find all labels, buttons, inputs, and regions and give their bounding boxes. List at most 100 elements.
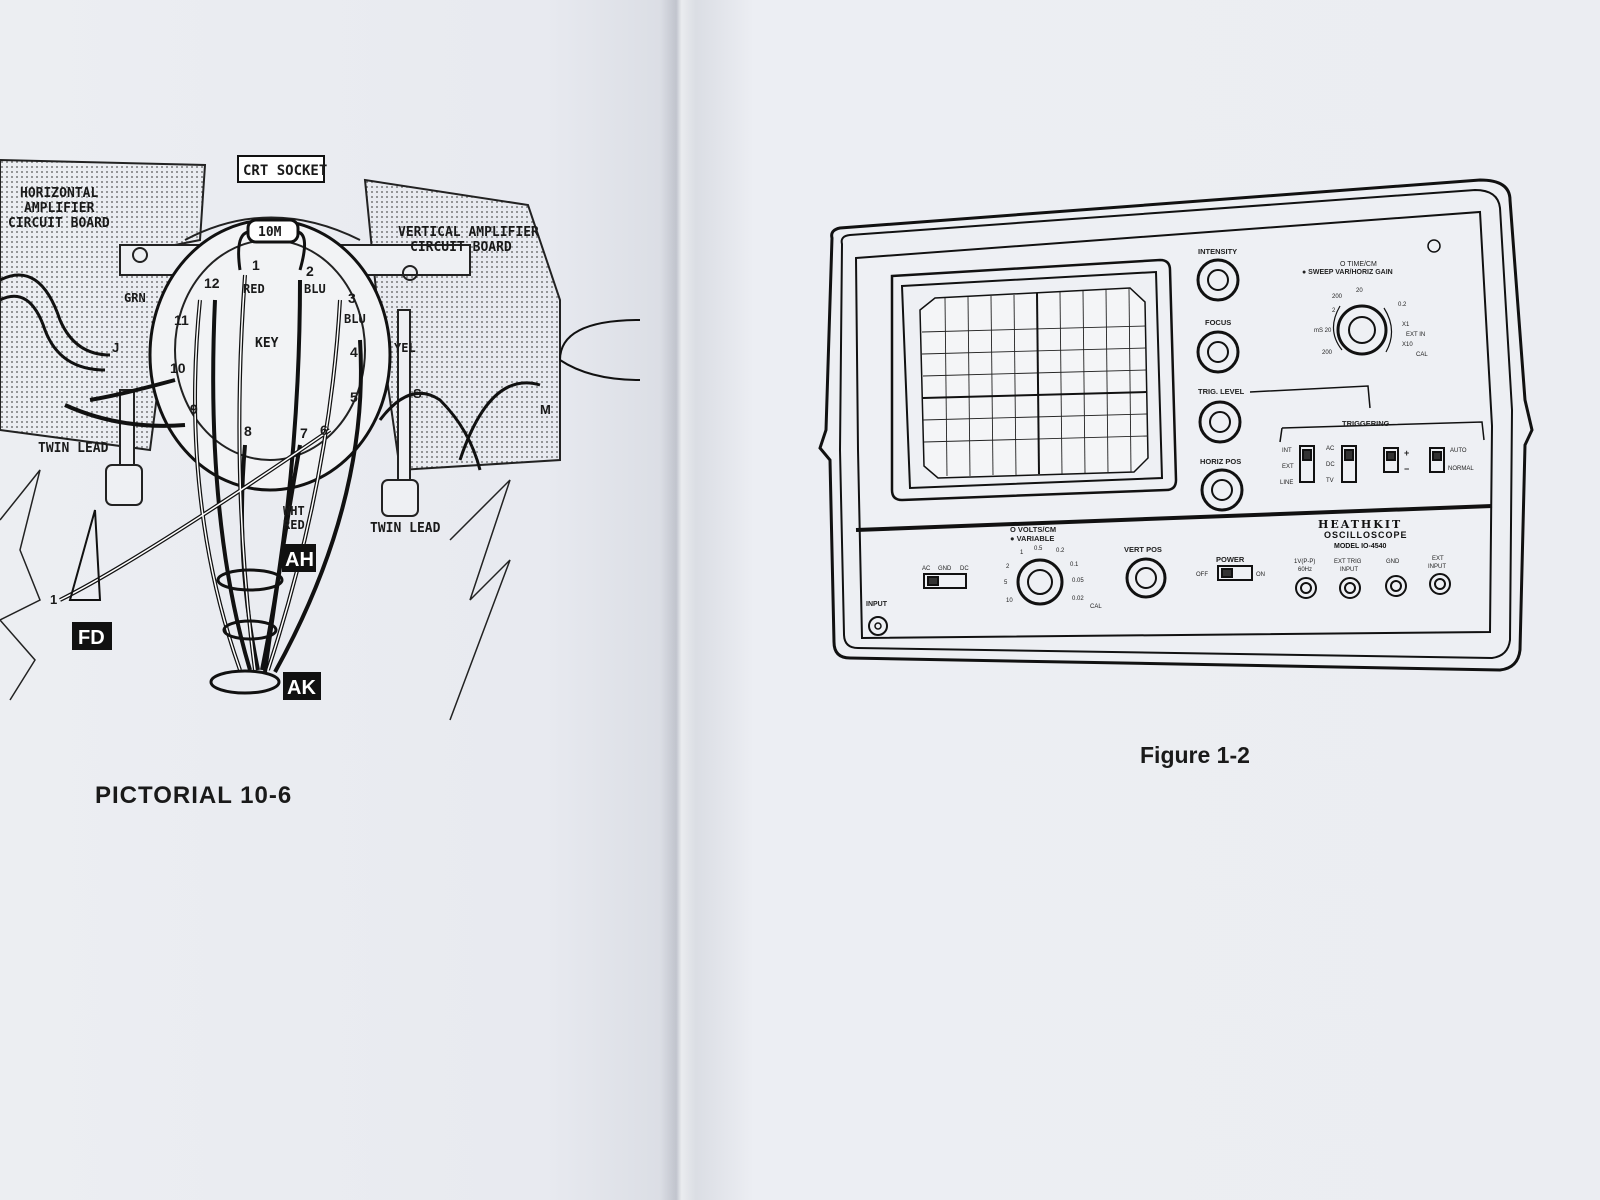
time-dial-extin: EXT IN: [1406, 332, 1425, 338]
twin-lead-right-label: TWIN LEAD: [370, 521, 441, 536]
trig-coupling-dc: DC: [1326, 462, 1335, 468]
jack-ext-trig-2: INPUT: [1340, 567, 1358, 573]
horiz-board-label-3: CIRCUIT BOARD: [8, 216, 110, 231]
pin-12: 12: [204, 275, 220, 291]
volts-cm-label: O VOLTS/CM: [1010, 525, 1056, 534]
power-on: ON: [1256, 572, 1265, 578]
oscilloscope-drawing: INTENSITY FOCUS TRIG. LEVEL HORIZ POS O …: [818, 178, 1534, 672]
jack-ext-2: INPUT: [1428, 564, 1446, 570]
lug-1: 1: [50, 592, 57, 607]
jack-vpp-2: 60Hz: [1298, 567, 1312, 573]
pin-11: 11: [174, 312, 189, 328]
volts-dial-02: 0.2: [1056, 548, 1065, 554]
pin-8: 8: [244, 423, 252, 439]
pin-2: 2: [306, 263, 314, 279]
trig-source-int: INT: [1282, 448, 1292, 454]
brand-label: HEATHKIT: [1318, 518, 1402, 531]
time-dial-2: 2: [1332, 308, 1336, 314]
pin-7: 7: [300, 425, 308, 441]
slope-minus: −: [1404, 464, 1409, 474]
wire-yel-label: YEL: [394, 341, 416, 355]
trig-coupling-ac: AC: [1326, 446, 1335, 452]
slope-plus: +: [1404, 448, 1409, 458]
wire-blu-label: BLU: [344, 312, 366, 326]
variable-label: ● VARIABLE: [1010, 534, 1054, 543]
lug-s: S: [413, 386, 422, 401]
tag-ah: AH: [285, 549, 314, 571]
pin-10: 10: [170, 360, 186, 376]
vert-board-label-2: CIRCUIT BOARD: [410, 240, 512, 255]
knobs: [868, 239, 1441, 636]
model-label: MODEL IO-4540: [1334, 543, 1386, 550]
tag-fd: FD: [78, 627, 105, 649]
volts-dial-1: 1: [1020, 550, 1024, 556]
coupling-dc: DC: [960, 566, 969, 572]
key-label: KEY: [255, 336, 279, 351]
pin-6: 6: [320, 422, 328, 438]
resistor-label: 10M: [258, 225, 282, 240]
wire-blu-top-label: BLU: [304, 282, 326, 296]
intensity-label: INTENSITY: [1198, 247, 1237, 256]
time-dial-x10: X10: [1402, 342, 1413, 348]
volts-dial-10: 10: [1006, 598, 1013, 604]
time-dial-ms20: mS 20: [1314, 328, 1332, 334]
trig-mode-auto: AUTO: [1450, 448, 1467, 454]
horiz-board-label-2: AMPLIFIER: [24, 201, 95, 216]
power-off: OFF: [1196, 572, 1208, 578]
horiz-board-label-1: HORIZONTAL: [20, 186, 98, 201]
wire-grn-label: GRN: [124, 291, 146, 305]
trig-mode-normal: NORMAL: [1448, 466, 1474, 472]
volts-dial-2: 2: [1006, 564, 1010, 570]
sweep-var-label: ● SWEEP VAR/HORIZ GAIN: [1302, 269, 1393, 276]
volts-dial-002: 0.02: [1072, 596, 1084, 602]
pin-4: 4: [350, 344, 358, 360]
tag-ak: AK: [287, 677, 316, 699]
pictorial-diagram: CRT SOCKET 10M HORIZONTAL AMPLIFIER CIRC…: [0, 155, 641, 721]
wire-wht-label: WHT: [283, 504, 305, 518]
trig-level-label: TRIG. LEVEL: [1198, 387, 1245, 396]
pin-3: 3: [348, 290, 356, 306]
time-dial-200: 200: [1332, 294, 1343, 300]
crt-socket-label: CRT SOCKET: [243, 163, 327, 179]
time-dial-02: 0.2: [1398, 302, 1407, 308]
twin-lead-left: [0, 273, 111, 372]
pictorial-caption: PICTORIAL 10-6: [95, 782, 293, 809]
wire-red-label: RED: [243, 282, 265, 296]
triggering-label: TRIGGERING: [1342, 419, 1390, 428]
time-dial-cal: CAL: [1416, 352, 1428, 358]
crt-graticule: [919, 287, 1149, 479]
time-dial-200b: 200: [1322, 350, 1333, 356]
time-cm-label: O TIME/CM: [1340, 261, 1377, 268]
input-label: INPUT: [866, 601, 888, 608]
trig-coupling-tv: TV: [1326, 478, 1334, 484]
wire-red2-label: RED: [283, 518, 305, 532]
lug-m: M: [540, 402, 551, 417]
coupling-ac: AC: [922, 566, 931, 572]
jack-ext-trig-1: EXT TRIG: [1334, 559, 1362, 565]
pin-9: 9: [190, 401, 198, 417]
vert-pos-label: VERT POS: [1124, 545, 1162, 554]
power-label: POWER: [1216, 555, 1245, 564]
time-dial-20: 20: [1356, 288, 1363, 294]
pin-5: 5: [350, 389, 358, 405]
twin-lead-right: [378, 381, 541, 471]
pin-1: 1: [252, 257, 260, 273]
trig-source-ext: EXT: [1282, 464, 1294, 470]
trig-source-line: LINE: [1280, 480, 1293, 486]
volts-dial-05: 0.5: [1034, 546, 1043, 552]
volts-dial-5: 5: [1004, 580, 1008, 586]
focus-label: FOCUS: [1205, 318, 1231, 327]
volts-dial-01: 0.1: [1070, 562, 1079, 568]
lug-j: J: [112, 340, 119, 355]
volts-dial-cal: CAL: [1090, 604, 1102, 610]
product-label: OSCILLOSCOPE: [1324, 530, 1408, 540]
twin-lead-left-label: TWIN LEAD: [38, 441, 109, 456]
jack-vpp-1: 1V(P-P): [1294, 559, 1315, 565]
vert-board-label-1: VERTICAL AMPLIFIER: [398, 225, 539, 240]
figure-caption: Figure 1-2: [1140, 742, 1250, 768]
time-dial-x1: X1: [1402, 322, 1410, 328]
horiz-pos-label: HORIZ POS: [1200, 457, 1241, 466]
book-gutter: [660, 0, 696, 1200]
volts-dial-005: 0.05: [1072, 578, 1084, 584]
coupling-gnd: GND: [938, 566, 952, 572]
